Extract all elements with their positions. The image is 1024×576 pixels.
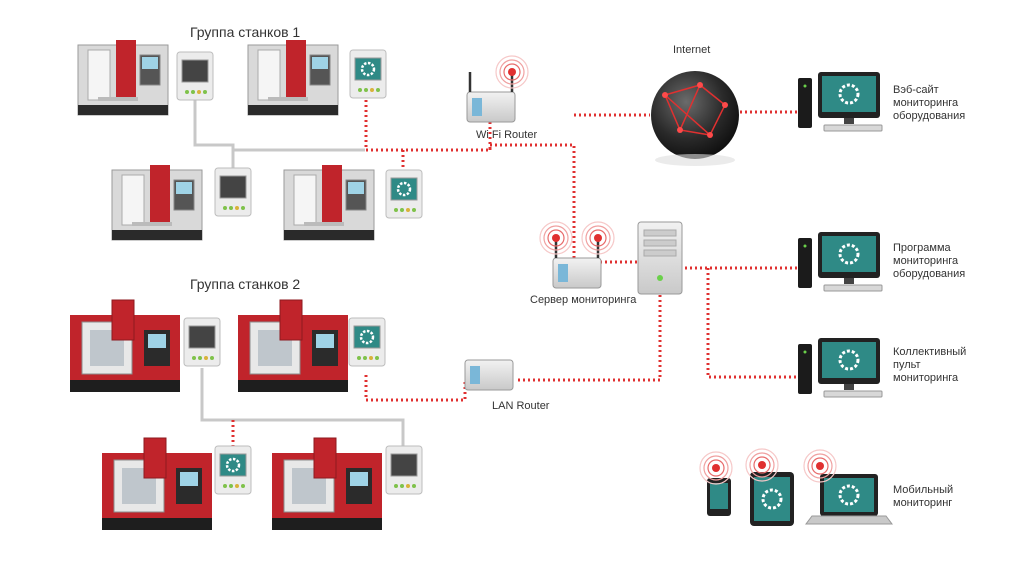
globe-icon [651, 71, 739, 166]
group2-title: Группа станков 2 [190, 276, 301, 292]
group2-wireless-links [231, 375, 467, 450]
lan-router-icon [464, 359, 514, 391]
milling-machine-icon [237, 299, 349, 393]
controller-box-icon [384, 168, 424, 220]
wifi-router-icon [466, 55, 529, 123]
controller-box-icon [385, 445, 423, 495]
backbone-links [488, 110, 800, 382]
desktop-pc-icon [796, 70, 884, 133]
desktop-pc-icon [796, 230, 884, 293]
group1-title: Группа станков 1 [190, 24, 301, 40]
lathe-machine-icon [283, 164, 375, 241]
lathe-machine-icon [247, 39, 339, 116]
group1-wired-links [193, 100, 365, 185]
lathe-machine-icon [111, 164, 203, 241]
program-label: Программа мониторинга оборудования [893, 242, 966, 280]
lan-router-label: LAN Router [492, 400, 550, 412]
server-router-icon [539, 221, 615, 289]
milling-machine-icon [101, 437, 213, 531]
controller-box-icon [347, 316, 387, 368]
controller-box-icon [213, 444, 253, 496]
wifi-router-label: Wi Fi Router [476, 129, 538, 141]
console-label: Коллективный пульт мониторинга [893, 346, 967, 384]
phone-icon [699, 451, 733, 516]
mobile-label: Мобильный мониторинг [893, 484, 954, 509]
group2-wired-links [200, 368, 405, 450]
server-label: Сервер мониторинга [530, 294, 637, 306]
controller-box-icon [214, 167, 252, 217]
controller-box-icon [348, 48, 388, 100]
controller-box-icon [176, 51, 214, 101]
lathe-machine-icon [77, 39, 169, 116]
desktop-pc-icon [796, 336, 884, 399]
milling-machine-icon [69, 299, 181, 393]
controller-box-icon [183, 317, 221, 367]
website-label: Вэб-сайт мониторинга оборудования [893, 84, 966, 122]
laptop-icon [803, 449, 893, 525]
tablet-icon [745, 448, 794, 526]
milling-machine-icon [271, 437, 383, 531]
server-tower-icon [637, 221, 683, 295]
internet-label: Internet [673, 44, 711, 56]
